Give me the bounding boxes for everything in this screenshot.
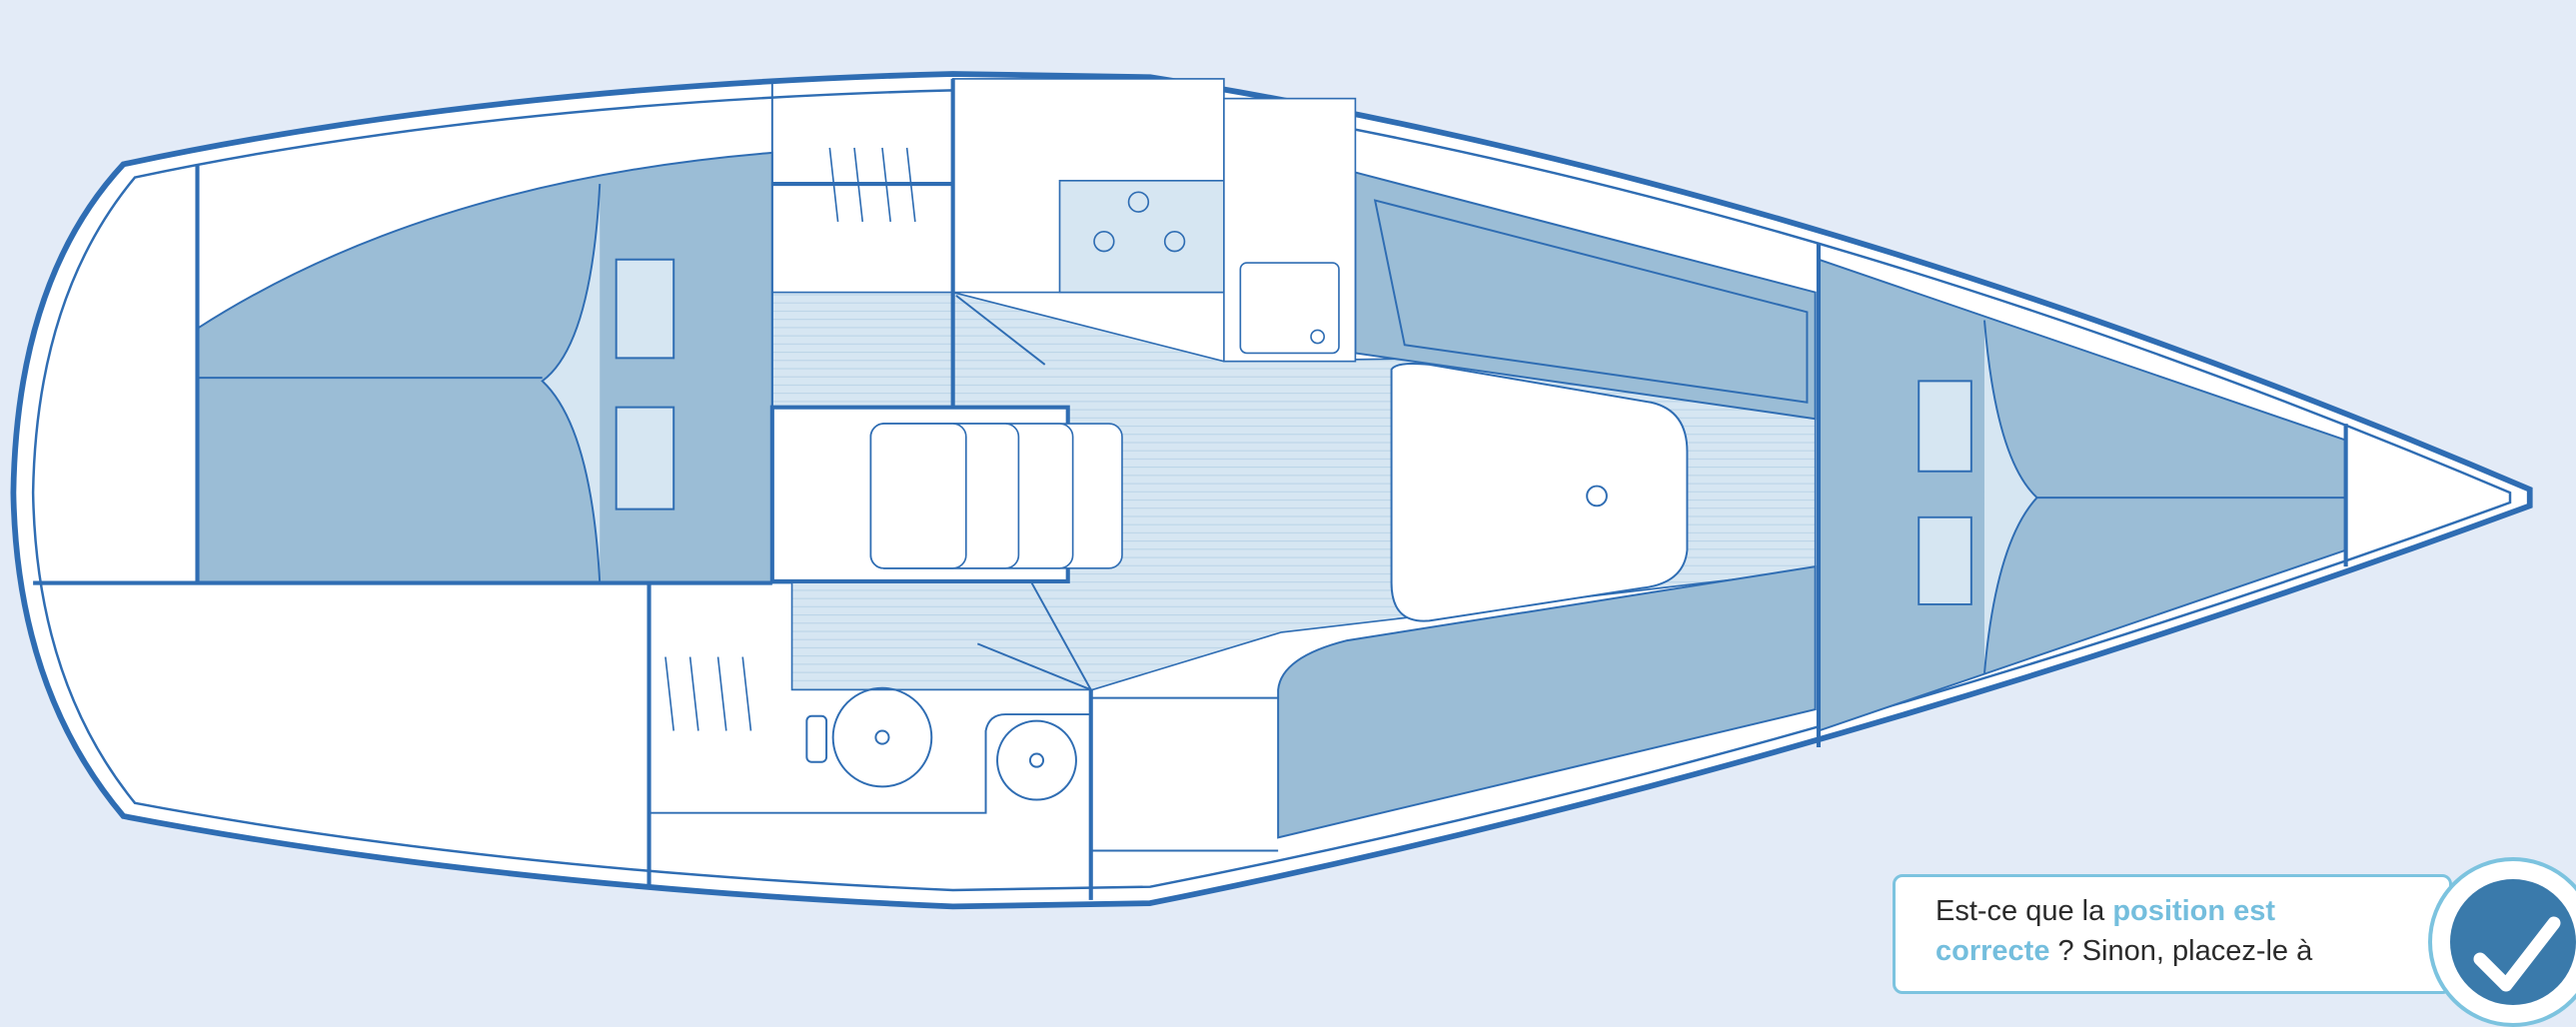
prompt-highlight: correcte [1935,935,2050,967]
prompt-highlight: position est [2112,895,2276,927]
position-prompt: Est-ce que la position est correcte ? Si… [1893,874,2452,994]
saloon-settees [1277,171,1817,839]
boat-floor-plan[interactable] [0,0,2576,959]
prompt-text: Est-ce que la [1935,895,2113,927]
aft-berth [196,151,773,584]
galley [951,78,1357,363]
companionway [769,405,1123,583]
check-icon [2473,916,2561,992]
heads-and-lockers [33,78,2348,900]
hanging-locker [664,147,916,731]
prompt-text: ? Sinon, placez-le à [2049,935,2313,967]
